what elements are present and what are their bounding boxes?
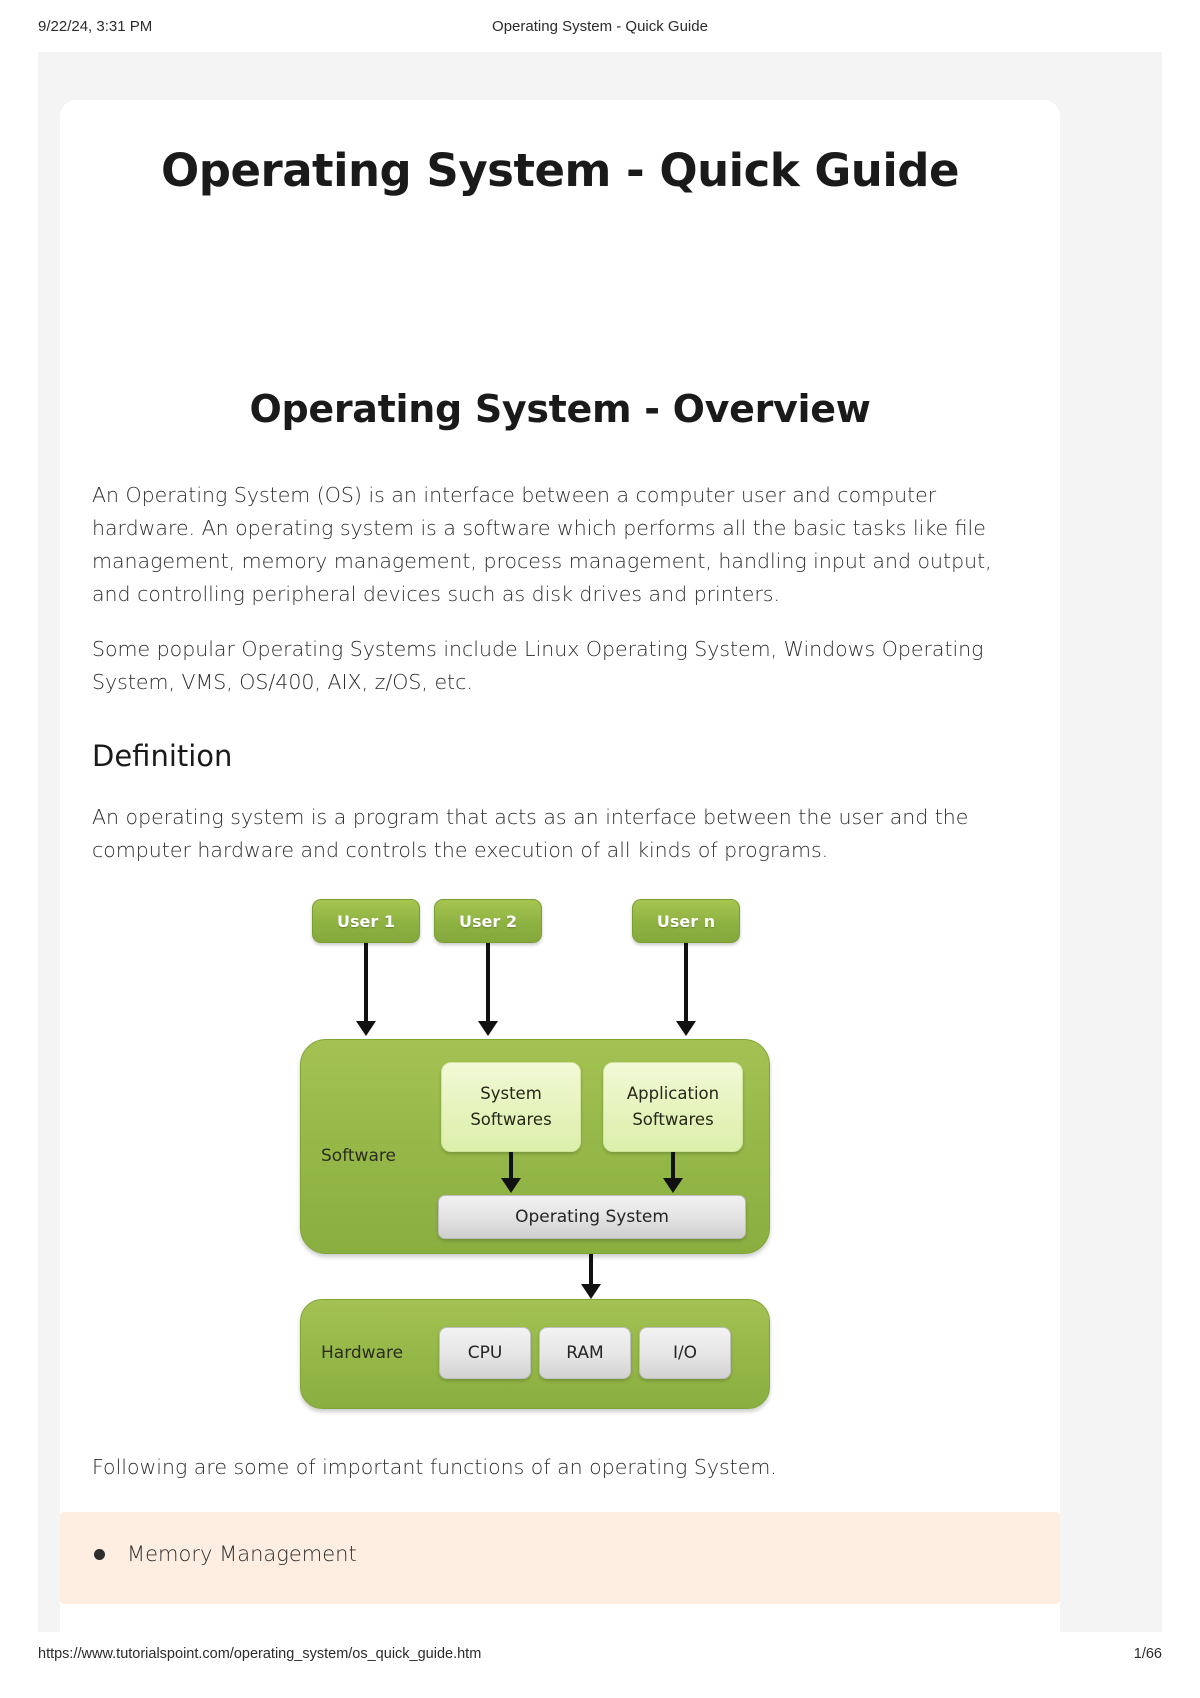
spacer (92, 699, 1028, 739)
card-inner: Operating System - Quick Guide Operating… (60, 100, 1060, 1484)
diagram-user-label: User n (656, 911, 716, 931)
diagram-software-panel: Software System Softwares Application So… (300, 1039, 770, 1254)
page-area: Operating System - Quick Guide Operating… (38, 52, 1162, 1632)
section-title: Operating System - Overview (249, 387, 871, 431)
definition-paragraph: An operating system is a program that ac… (92, 805, 969, 862)
diagram-hardware-io-label: I/O (672, 1343, 698, 1363)
diagram-hardware-ram-label: RAM (566, 1343, 604, 1363)
diagram-hardware-panel: Hardware CPU RAM I/O (300, 1299, 770, 1409)
diagram-user-box-1: User 1 (312, 899, 420, 943)
arrow-line-syssw-os (509, 1152, 513, 1178)
functions-intro: Following are some of important function… (92, 1455, 777, 1479)
spacer (92, 773, 1028, 801)
list-item-label: Memory Management (127, 1542, 357, 1566)
diagram-software-label: Software (321, 1146, 396, 1166)
print-header: 9/22/24, 3:31 PM Operating System - Quic… (0, 0, 1200, 52)
diagram-operating-system-bar: Operating System (438, 1195, 746, 1239)
page-title: Operating System - Quick Guide (161, 144, 959, 197)
spacer (92, 1429, 1028, 1451)
spacer (92, 867, 1028, 899)
diagram-hardware-box-ram: RAM (539, 1327, 631, 1379)
arrow-head-appsw-os (663, 1178, 683, 1193)
page-number: 1/66 (1133, 1646, 1162, 1662)
arrow-head-syssw-os (501, 1178, 521, 1193)
print-title: Operating System - Quick Guide (492, 17, 708, 35)
diagram-user-label: User 2 (459, 911, 517, 931)
diagram-system-software-box: System Softwares (441, 1062, 581, 1152)
bullet-icon (94, 1549, 105, 1560)
diagram-application-software-line1: Application (626, 1084, 720, 1103)
diagram-hardware-cpu-label: CPU (467, 1343, 503, 1363)
definition-heading: Definition (92, 739, 233, 773)
diagram-user-box-n: User n (632, 899, 740, 943)
print-footer: https://www.tutorialspoint.com/operating… (0, 1632, 1200, 1698)
spacer (92, 431, 1028, 479)
arrow-line-os-hardware (589, 1254, 593, 1284)
diagram-hardware-box-io: I/O (639, 1327, 731, 1379)
arrow-line-appsw-os (671, 1152, 675, 1178)
arrow-head-user1 (356, 1021, 376, 1036)
diagram-system-software-line2: Softwares (470, 1110, 552, 1129)
spacer (92, 611, 1028, 633)
print-date: 9/22/24, 3:31 PM (38, 17, 153, 35)
arrow-head-user2 (478, 1021, 498, 1036)
source-url: https://www.tutorialspoint.com/operating… (38, 1646, 482, 1662)
diagram-application-software-box: Application Softwares (603, 1062, 743, 1152)
diagram-application-software-line2: Softwares (632, 1110, 714, 1129)
diagram-hardware-box-cpu: CPU (439, 1327, 531, 1379)
diagram-operating-system-label: Operating System (515, 1207, 669, 1227)
diagram-system-software-line1: System (480, 1084, 542, 1103)
diagram-user-label: User 1 (337, 911, 395, 931)
arrow-line-user2 (486, 943, 490, 1021)
diagram-user-box-2: User 2 (434, 899, 542, 943)
arrow-line-user1 (364, 943, 368, 1021)
arrow-head-os-hardware (581, 1284, 601, 1299)
overview-paragraph-2: Some popular Operating Systems include L… (92, 637, 984, 694)
arrow-head-usern (676, 1021, 696, 1036)
diagram-hardware-label: Hardware (321, 1343, 404, 1363)
content-card: Operating System - Quick Guide Operating… (60, 100, 1060, 1632)
overview-paragraph-1: An Operating System (OS) is an interface… (92, 483, 992, 606)
functions-highlight-box: Memory Management (60, 1512, 1060, 1604)
arrow-line-usern (684, 943, 688, 1021)
os-architecture-diagram: User 1 User 2 User n Software (300, 899, 820, 1429)
list-item: Memory Management (60, 1538, 1060, 1571)
